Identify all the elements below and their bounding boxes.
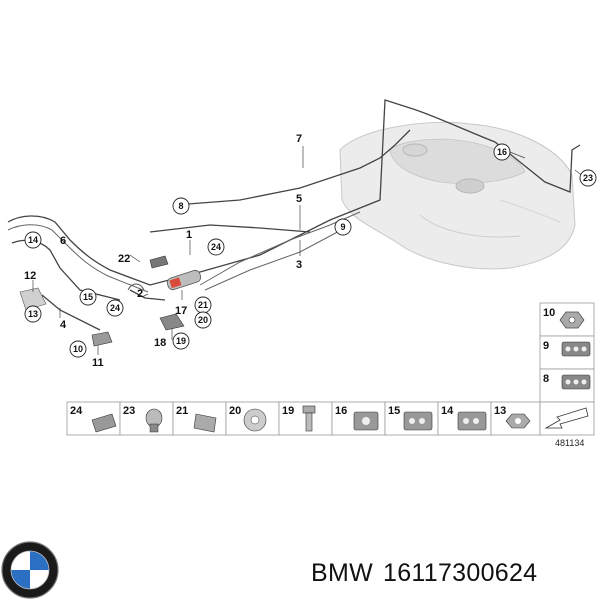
svg-text:14: 14 <box>28 235 38 245</box>
bolt-icon-19 <box>302 405 316 432</box>
clip-icon-14 <box>457 411 487 431</box>
cell-label-20: 20 <box>229 405 241 417</box>
circled-14: 14 <box>24 231 42 249</box>
cell-label-15: 15 <box>388 405 400 417</box>
svg-text:9: 9 <box>340 222 345 232</box>
svg-text:24: 24 <box>211 242 221 252</box>
svg-text:15: 15 <box>83 292 93 302</box>
callout-11: 11 <box>92 357 104 369</box>
bmw-logo <box>1 541 59 599</box>
svg-text:23: 23 <box>583 173 593 183</box>
side-label-10: 10 <box>543 307 555 319</box>
svg-text:19: 19 <box>176 336 186 346</box>
cell-label-24: 24 <box>70 405 83 417</box>
side-label-9: 9 <box>543 340 549 352</box>
leader-lines <box>32 146 586 355</box>
callout-18: 18 <box>154 337 166 349</box>
cell-label-16: 16 <box>335 405 347 417</box>
nut-icon-13 <box>505 413 531 429</box>
callout-1: 1 <box>186 229 192 241</box>
side-parts-grid: 10 9 8 <box>539 302 595 403</box>
callout-5: 5 <box>296 193 302 205</box>
circled-19: 19 <box>172 332 190 350</box>
brand-name: BMW <box>311 559 373 587</box>
washer-icon-20 <box>243 408 267 432</box>
cell-label-21: 21 <box>176 405 188 417</box>
callout-7: 7 <box>296 133 302 145</box>
cell-label-19: 19 <box>282 405 294 417</box>
circled-24-b: 24 <box>106 299 124 317</box>
callouts: 7 5 3 1 22 2 17 18 6 12 4 11 <box>24 133 302 369</box>
triple-clip-icon-9 <box>561 341 591 357</box>
nut-icon <box>559 311 585 329</box>
circled-13: 13 <box>24 305 42 323</box>
clips-parts <box>19 255 185 347</box>
callout-4: 4 <box>60 319 67 331</box>
fuel-lines <box>7 99 581 331</box>
svg-text:13: 13 <box>28 309 38 319</box>
callout-2: 2 <box>137 288 143 300</box>
fuel-tank <box>339 121 576 270</box>
svg-text:16: 16 <box>497 147 507 157</box>
callout-6: 6 <box>60 235 66 247</box>
svg-text:10: 10 <box>73 344 83 354</box>
circled-8: 8 <box>172 197 190 215</box>
circled-15: 15 <box>79 288 97 306</box>
callout-17: 17 <box>175 305 187 317</box>
clip-icon-24 <box>91 413 117 433</box>
bottom-parts-grid: 24 23 21 20 19 16 15 14 13 481134 <box>66 401 595 448</box>
circled-9: 9 <box>334 218 352 236</box>
part-number: 16117300624 <box>383 559 537 587</box>
fuel-filter <box>166 269 202 291</box>
circled-20: 20 <box>194 311 212 329</box>
svg-text:20: 20 <box>198 315 208 325</box>
svg-text:24: 24 <box>110 303 120 313</box>
circled-10: 10 <box>69 340 87 358</box>
circled-23: 23 <box>579 169 597 187</box>
cell-label-13: 13 <box>494 405 506 417</box>
triple-clip-icon-8 <box>561 374 591 390</box>
clip-icon-23 <box>145 408 163 433</box>
circled-21: 21 <box>194 296 212 314</box>
circled-callouts: 16 23 8 9 14 24 24 15 21 20 19 13 10 <box>24 143 597 358</box>
svg-text:21: 21 <box>198 300 208 310</box>
clip-icon-15 <box>403 411 433 431</box>
callout-3: 3 <box>296 259 302 271</box>
side-label-8: 8 <box>543 373 549 385</box>
cell-label-14: 14 <box>441 405 454 417</box>
bracket-icon-21 <box>193 413 217 433</box>
svg-text:8: 8 <box>178 201 183 211</box>
diagram-reference-number: 481134 <box>555 438 584 448</box>
cell-label-23: 23 <box>123 405 135 417</box>
arrow-icon <box>544 407 589 429</box>
circled-16: 16 <box>493 143 511 161</box>
circled-24-a: 24 <box>207 238 225 256</box>
callout-12: 12 <box>24 270 36 282</box>
callout-22: 22 <box>118 253 130 265</box>
clip-icon-16 <box>353 411 379 431</box>
